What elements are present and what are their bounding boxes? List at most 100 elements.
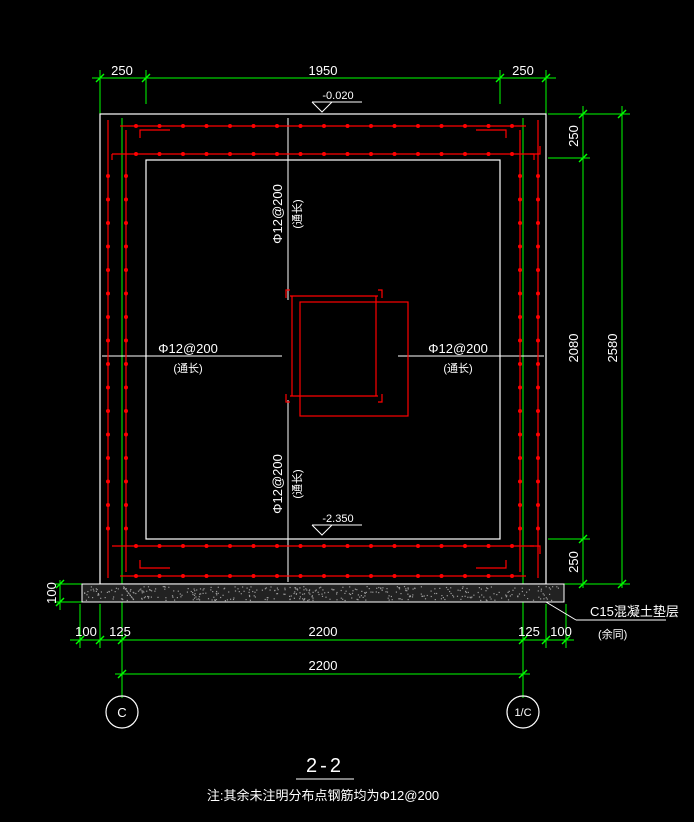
rebar-dot: [106, 174, 110, 178]
rebar-dot: [518, 456, 522, 460]
rebar-dot: [536, 221, 540, 225]
rebar-dot: [536, 479, 540, 484]
rebar-dot: [345, 124, 350, 128]
rebar-dot: [518, 432, 522, 437]
dimension-lines: [54, 70, 630, 698]
rebar-dot: [369, 574, 373, 578]
rebar-dot: [439, 124, 444, 128]
rebar-dot: [106, 244, 110, 249]
dim-bottom-total: 2200: [309, 658, 338, 673]
rebar-dot: [157, 544, 162, 548]
rebar-dot: [181, 574, 185, 578]
rebar-dot: [181, 544, 185, 548]
rebar-through-left: (通长): [173, 362, 202, 375]
rebar-dot: [510, 574, 514, 578]
rebar-dot: [518, 268, 522, 272]
rebar-dot: [124, 456, 128, 460]
rebar-dot: [134, 574, 138, 578]
dim-right-top: 250: [566, 125, 581, 147]
rebar-dot: [181, 124, 185, 128]
rebar-dot: [134, 544, 138, 548]
rebar-dot: [486, 574, 491, 578]
rebar-dot: [536, 503, 540, 507]
rebar-dot: [518, 503, 522, 507]
rebar-dot: [275, 574, 279, 578]
dim-right-bottom: 250: [566, 551, 581, 573]
rebar-dot: [369, 152, 373, 156]
elevation-bottom: -2.350: [322, 513, 353, 525]
rebar-dot: [124, 385, 128, 390]
rebar-dot: [416, 544, 420, 548]
rebar-dot: [486, 152, 491, 156]
rebar-dot: [204, 152, 209, 156]
axis-label-right: 1/C: [514, 707, 531, 719]
rebar-dot: [463, 574, 467, 578]
rebar-dot: [322, 152, 326, 156]
rebar-through-right: (通长): [443, 362, 472, 375]
rebar-label-left: Φ12@200: [158, 341, 218, 356]
axis-label-left: C: [117, 705, 126, 720]
rebar-dot: [228, 124, 232, 128]
dim-bottom-l2: 125: [109, 624, 131, 639]
rebar-dot: [518, 244, 522, 249]
rebar-dot: [536, 315, 540, 319]
dim-top-mid: 1950: [309, 63, 338, 78]
rebar-dot: [124, 244, 128, 249]
rebar-dot: [518, 315, 522, 319]
rebar-dot: [518, 409, 522, 413]
rebar-dot: [204, 574, 209, 578]
rebar-dot: [322, 574, 326, 578]
rebar-dot: [536, 291, 540, 296]
rebar-dot: [510, 152, 514, 156]
rebar-dot: [369, 124, 373, 128]
rebar-dot: [134, 152, 138, 156]
rebar-dot: [275, 544, 279, 548]
rebar-dot: [536, 362, 540, 366]
dim-top-right: 250: [512, 63, 534, 78]
rebar-dot: [536, 174, 540, 178]
rebar-dot: [124, 432, 128, 437]
rebar-dot: [106, 526, 110, 531]
rebar-dot: [463, 124, 467, 128]
rebar-dot: [228, 574, 232, 578]
rebar-dot: [106, 503, 110, 507]
rebar-dot: [106, 338, 110, 343]
rebar-dot: [106, 315, 110, 319]
rebar-dot: [124, 479, 128, 484]
dim-bottom-l1: 100: [75, 624, 97, 639]
rebar-dot: [463, 544, 467, 548]
rebar-dot: [518, 385, 522, 390]
rebar-dot: [124, 197, 128, 202]
rebar-dot: [536, 526, 540, 531]
rebar-dot: [345, 574, 350, 578]
rebar-through-bottom: (通长): [291, 469, 304, 498]
axis-bubbles: [105, 695, 540, 729]
dim-top-left: 250: [111, 63, 133, 78]
rebar-dot: [518, 362, 522, 366]
rebar-dot: [463, 152, 467, 156]
rebar-dot: [518, 338, 522, 343]
rebar-dot: [536, 456, 540, 460]
rebar-dot: [106, 268, 110, 272]
rebar-dot: [106, 221, 110, 225]
rebar-dot: [228, 152, 232, 156]
rebar-dot: [518, 174, 522, 178]
rebar-dot: [322, 124, 326, 128]
rebar-dot: [518, 526, 522, 531]
rebar-dot: [106, 409, 110, 413]
rebar-dot: [106, 385, 110, 390]
rebar-dot: [536, 197, 540, 202]
rebar-dot: [204, 124, 209, 128]
rebar-dot: [124, 526, 128, 531]
rebar-dot: [204, 544, 209, 548]
rebar-dot: [106, 456, 110, 460]
section-title: 2-2: [306, 755, 344, 777]
rebar-dot: [106, 432, 110, 437]
rebar-dot: [322, 544, 326, 548]
rebar-dot: [536, 244, 540, 249]
rebar-dot: [486, 544, 491, 548]
rebar-dot: [106, 362, 110, 366]
rebar-dot: [124, 221, 128, 225]
rebar-dot: [536, 338, 540, 343]
rebar-dot: [124, 315, 128, 319]
